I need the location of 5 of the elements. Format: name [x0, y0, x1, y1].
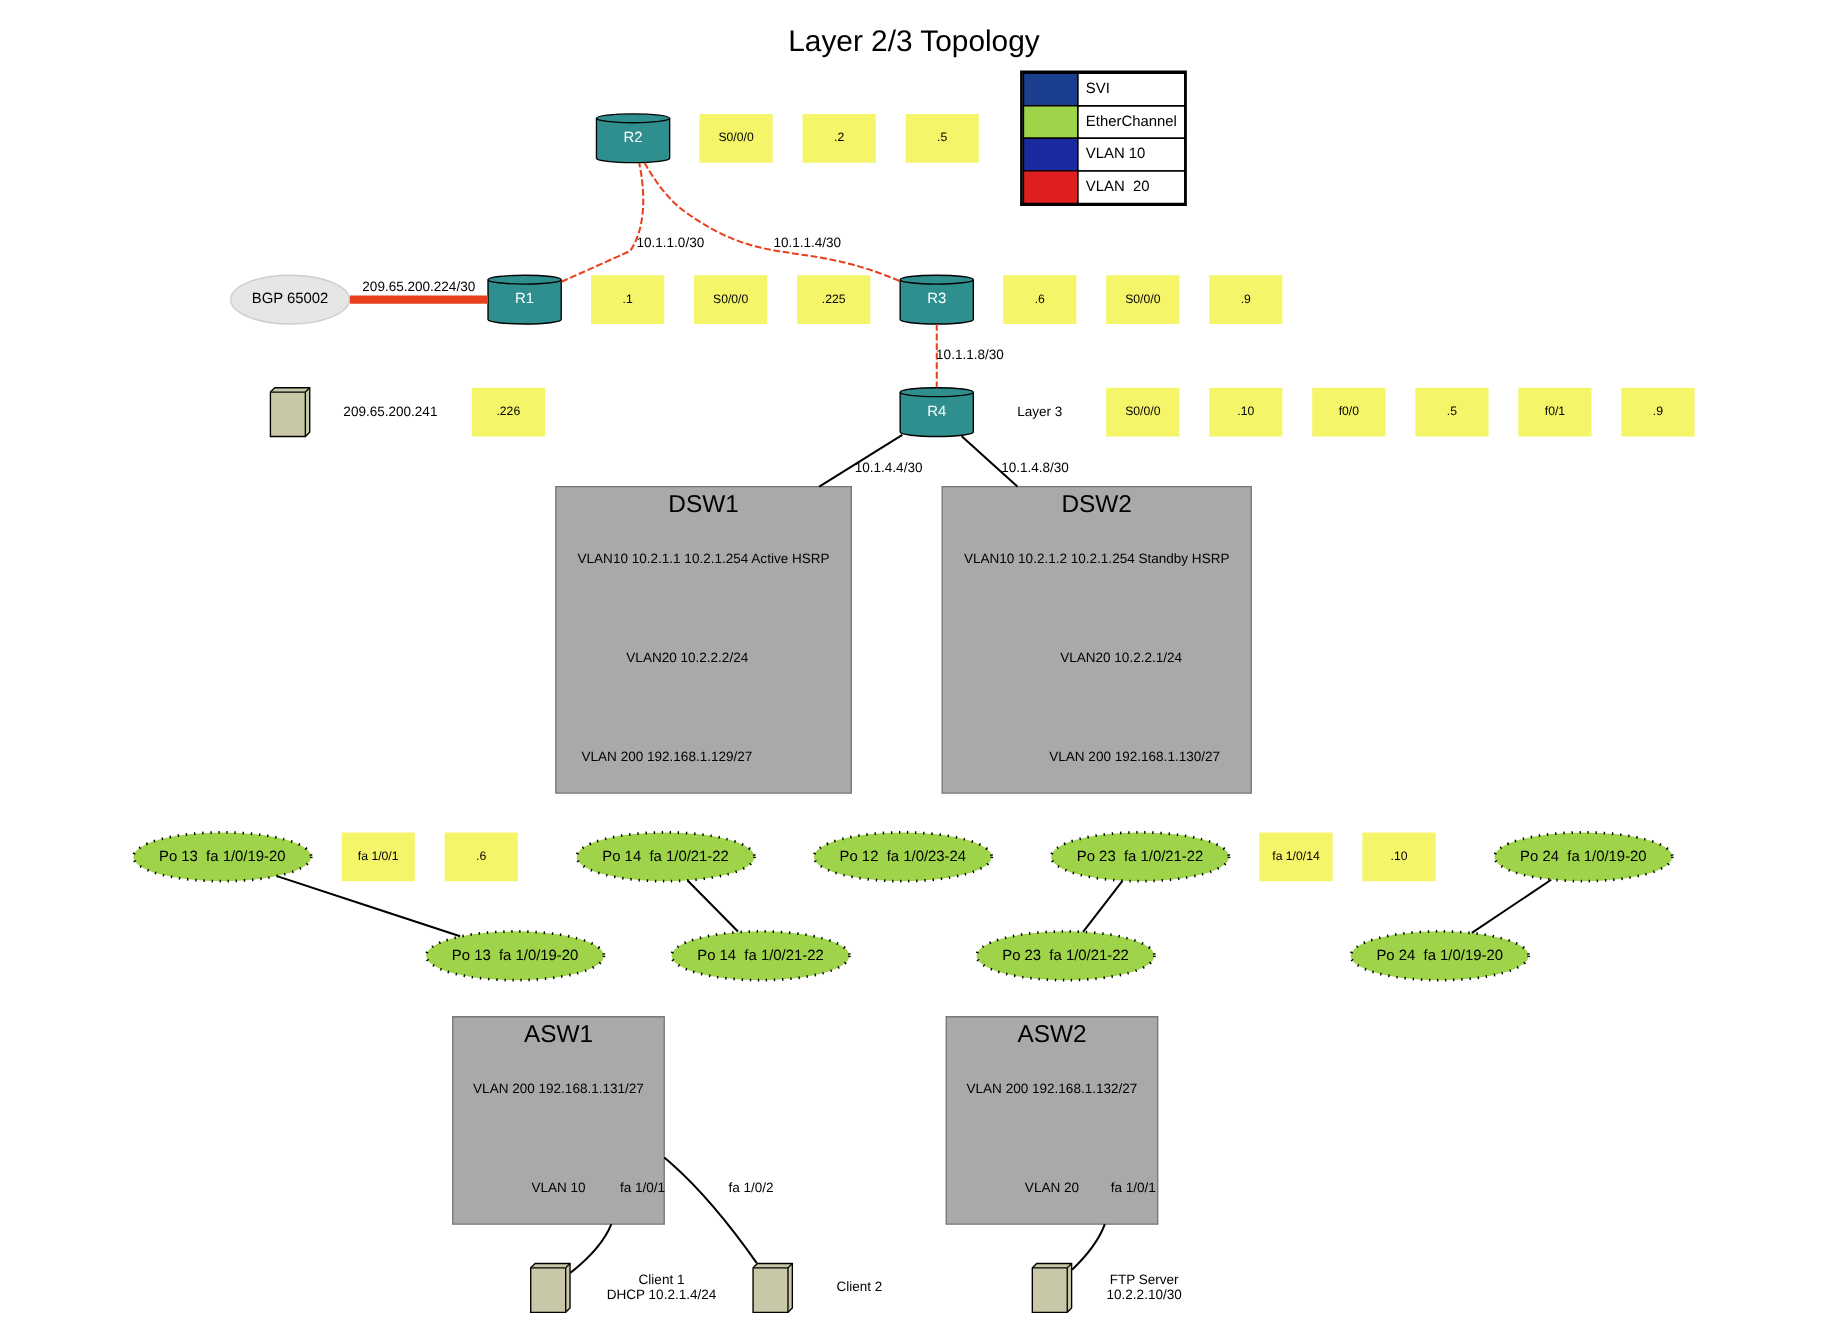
legend-label: VLAN 10	[1084, 144, 1145, 163]
legend-label: SVI	[1084, 79, 1109, 98]
legend-label: VLAN 20	[1084, 176, 1149, 195]
legend-label: EtherChannel	[1084, 111, 1176, 130]
diagram-title: Layer 2/3 Topology	[787, 26, 1039, 59]
